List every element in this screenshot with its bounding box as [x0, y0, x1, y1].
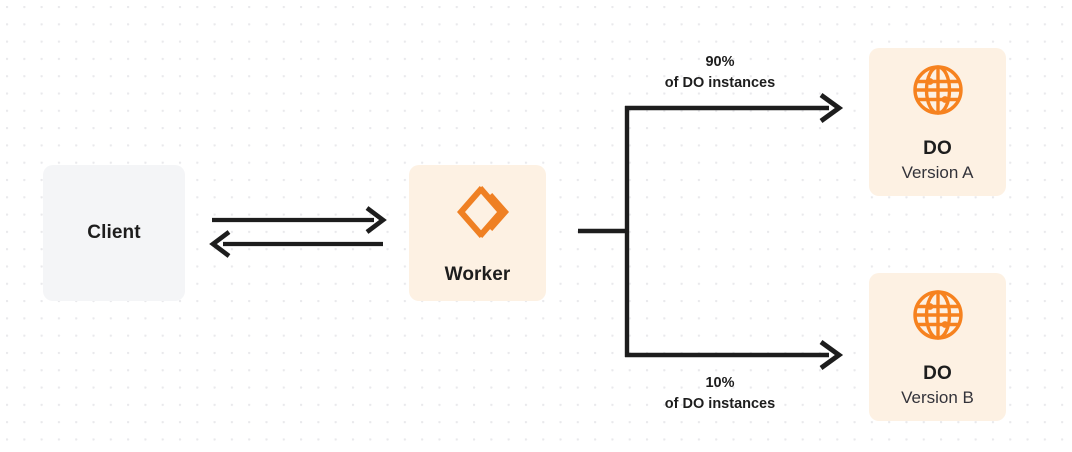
arrow-worker-to-do-b: [625, 340, 844, 370]
durable-object-globe-icon: [909, 61, 967, 124]
edge-label-do-a: 90% of DO instances: [600, 52, 840, 93]
node-do-version-b[interactable]: DO Version B: [869, 273, 1006, 421]
edge-label-do-a-percent: 90%: [705, 54, 735, 70]
edge-label-do-b: 10% of DO instances: [600, 373, 840, 414]
arrow-worker-to-do-a: [625, 93, 844, 123]
durable-object-globe-icon: [909, 286, 967, 349]
edge-label-do-b-caption: of DO instances: [664, 395, 776, 412]
node-worker[interactable]: Worker: [409, 165, 546, 301]
edge-label-do-b-percent: 10%: [705, 375, 735, 391]
cloudflare-workers-icon: [447, 181, 509, 248]
node-do-version-a[interactable]: DO Version A: [869, 48, 1006, 196]
connector-worker-split-trunk: [578, 106, 630, 357]
node-client-label: Client: [87, 222, 141, 244]
arrow-client-to-worker: [212, 206, 387, 234]
node-client[interactable]: Client: [43, 165, 185, 301]
node-do-b-sublabel: Version B: [901, 387, 974, 407]
node-do-b-label: DO: [923, 362, 952, 384]
node-do-a-label: DO: [923, 137, 952, 159]
edge-label-do-a-caption: of DO instances: [664, 74, 776, 91]
node-worker-label: Worker: [444, 263, 511, 285]
node-do-a-sublabel: Version A: [901, 162, 974, 182]
arrow-worker-to-client: [209, 230, 383, 258]
